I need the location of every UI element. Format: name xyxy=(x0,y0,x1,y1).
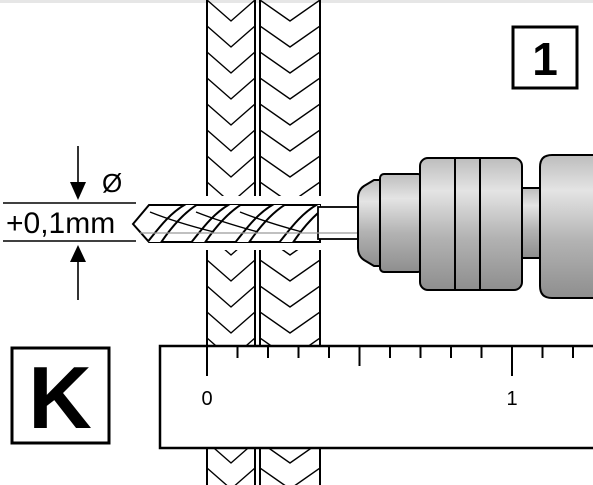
ruler: 0 1 xyxy=(158,344,593,450)
chuck-sleeve xyxy=(419,157,523,291)
arrow-up-icon xyxy=(70,245,86,300)
ruler-label-zero: 0 xyxy=(201,388,212,410)
ruler-outline xyxy=(158,344,593,450)
arrow-down-icon xyxy=(70,146,86,200)
chuck-nose xyxy=(357,179,383,267)
board-left-segment xyxy=(206,250,256,346)
tolerance-label: +0,1mm xyxy=(6,207,115,240)
board-right-segment xyxy=(259,448,321,485)
board-right-segment xyxy=(259,0,321,196)
chuck-collar xyxy=(379,173,423,273)
diameter-symbol: Ø xyxy=(102,168,122,198)
drill-bit-shank xyxy=(317,206,363,240)
wooden-boards xyxy=(206,0,321,485)
drill-bit xyxy=(131,204,363,243)
drill-chuck xyxy=(357,154,593,299)
board-left-segment xyxy=(206,0,256,196)
ruler-ticks xyxy=(206,346,574,376)
drill-body xyxy=(539,154,593,299)
step-number: 1 xyxy=(532,33,558,85)
part-letter: K xyxy=(28,348,92,447)
step-number-box: 1 xyxy=(511,25,579,90)
board-left-segment xyxy=(206,448,256,485)
drill-bit-flutes xyxy=(143,205,320,242)
part-letter-box: K xyxy=(10,346,111,447)
diameter-dimension: Ø +0,1mm xyxy=(3,146,136,300)
ruler-face xyxy=(160,346,593,448)
ruler-label-one: 1 xyxy=(506,388,517,410)
board-right-segment xyxy=(259,250,321,346)
